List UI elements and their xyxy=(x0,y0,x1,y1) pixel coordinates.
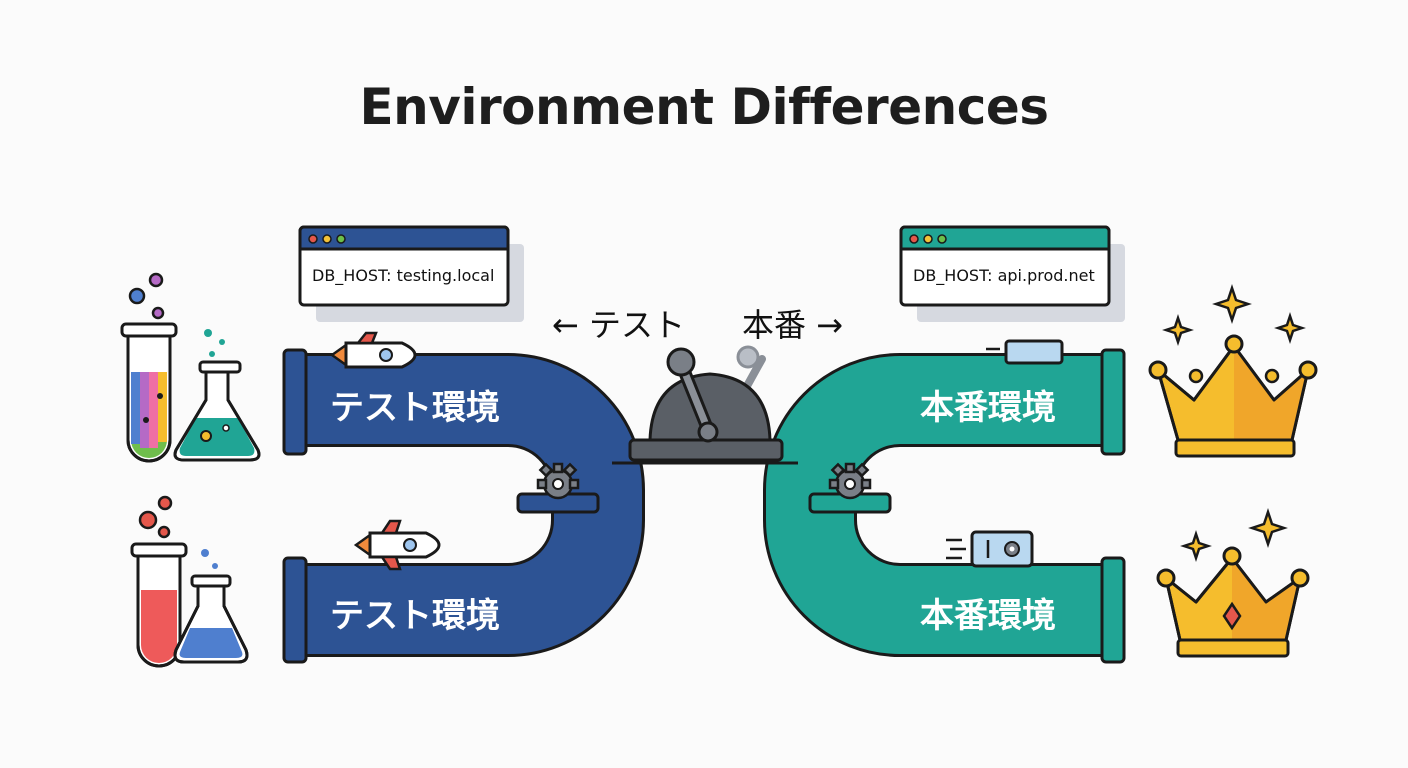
test-pipe-label-bottom: テスト環境 xyxy=(330,596,500,636)
rocket-icon xyxy=(329,331,417,369)
diagram-title: Environment Differences xyxy=(359,78,1049,136)
window-minimize-dot xyxy=(322,234,332,244)
prod-pipe-label-bottom: 本番環境 xyxy=(920,596,1056,636)
window-close-dot xyxy=(909,234,919,244)
test-config-text: DB_HOST: testing.local xyxy=(312,266,495,285)
crown-icon xyxy=(1156,508,1310,658)
switch-left-label: ← テスト xyxy=(552,306,685,344)
test-pipe-label-top: テスト環境 xyxy=(330,388,500,428)
prod-pipe xyxy=(763,348,1126,664)
test-tube-flask-icon xyxy=(120,272,261,463)
window-close-dot xyxy=(308,234,318,244)
data-packet-icon xyxy=(946,530,1034,568)
crown-icon xyxy=(1148,284,1318,458)
environment-switch-lever[interactable] xyxy=(612,345,798,465)
window-maximize-dot xyxy=(937,234,947,244)
test-pipe xyxy=(282,348,645,664)
prod-pipe-label-top: 本番環境 xyxy=(920,388,1056,428)
gear-icon xyxy=(536,462,580,500)
pipe-flange xyxy=(1100,556,1126,664)
prod-config-text: DB_HOST: api.prod.net xyxy=(913,266,1095,285)
test-tube-flask-icon xyxy=(130,495,249,668)
gear-icon xyxy=(828,462,872,500)
pipe-flange xyxy=(282,556,308,664)
window-minimize-dot xyxy=(923,234,933,244)
window-maximize-dot xyxy=(336,234,346,244)
pipe-flange xyxy=(282,348,308,456)
data-packet-icon xyxy=(986,339,1064,365)
switch-right-label: 本番 → xyxy=(742,306,843,344)
rocket-icon xyxy=(353,519,441,571)
prod-config-window xyxy=(899,225,1125,322)
pipe-flange xyxy=(1100,348,1126,456)
test-config-window xyxy=(298,225,524,322)
